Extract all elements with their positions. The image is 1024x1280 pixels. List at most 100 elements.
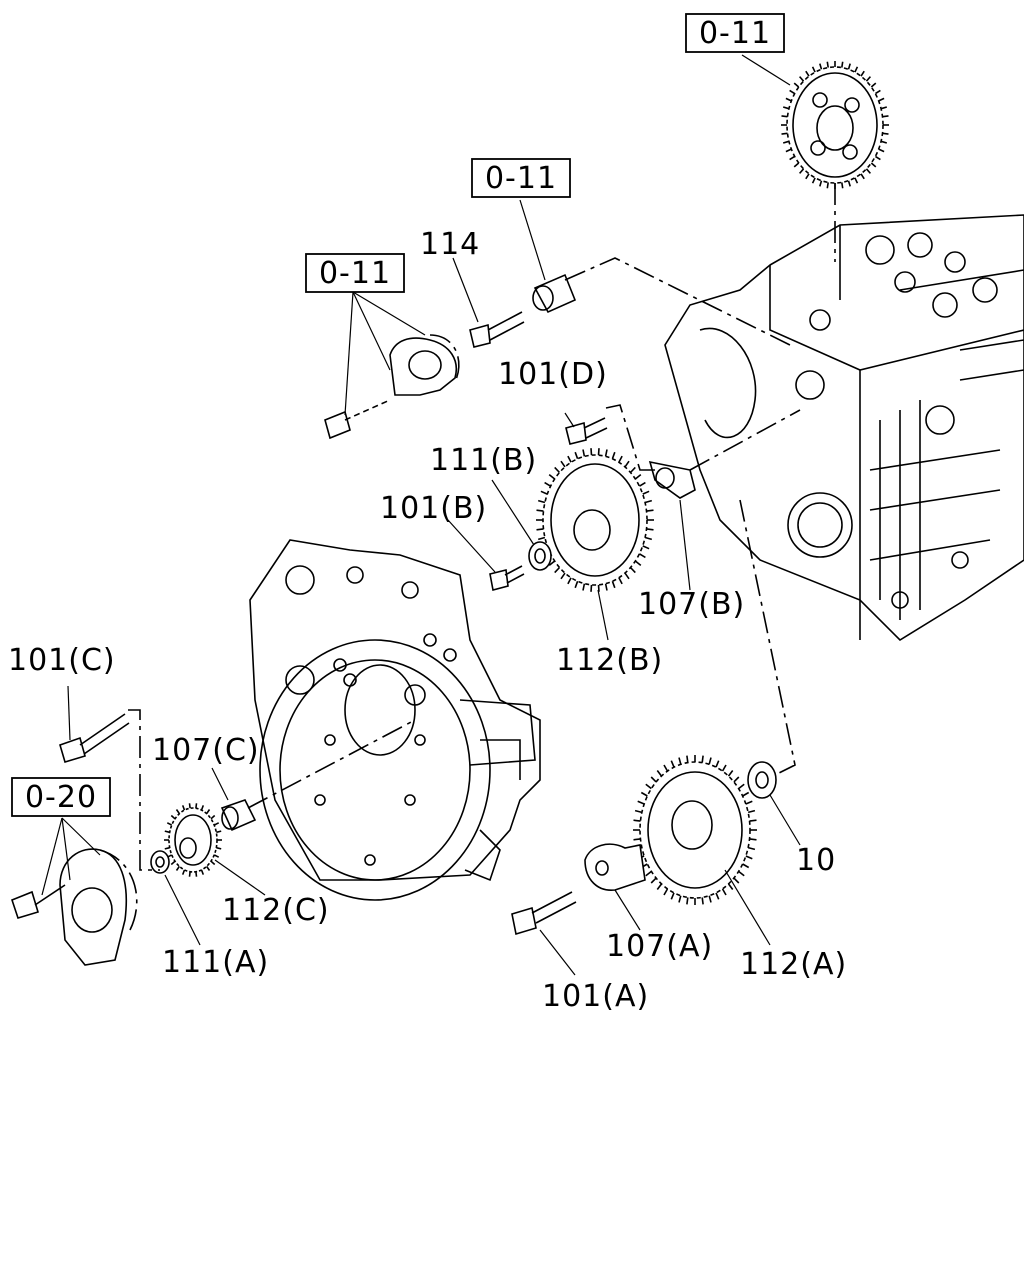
gear-tooth: [747, 846, 756, 851]
bolt-101d: [565, 417, 608, 445]
gear-tooth: [618, 455, 623, 463]
gear-tooth: [554, 466, 561, 474]
gear-tooth: [708, 757, 712, 765]
gear-tooth: [826, 182, 829, 189]
gear-tooth: [789, 89, 796, 95]
callout-101d[interactable]: 101(D): [498, 357, 608, 392]
gear-tooth: [536, 509, 544, 512]
gear-tooth: [548, 560, 556, 567]
gear-tooth: [670, 892, 675, 900]
engine-block: [664, 214, 1024, 642]
gear-tooth: [865, 168, 872, 174]
ref-box-top[interactable]: 0-11: [685, 13, 785, 53]
gear-tooth: [574, 580, 579, 589]
gear-tooth: [638, 553, 646, 559]
gear-tooth: [819, 63, 823, 70]
gear-tooth: [634, 473, 642, 480]
gear-tooth: [597, 448, 600, 456]
gear-tooth: [656, 770, 663, 777]
callout-111b[interactable]: 111(B): [430, 443, 537, 478]
washer-111b: [528, 541, 552, 571]
gear-tooth: [733, 877, 740, 884]
gear-tooth: [210, 860, 216, 866]
gear-tooth: [567, 455, 572, 463]
gear-tooth: [650, 776, 657, 783]
gear-tooth: [604, 583, 608, 591]
gear-tooth: [663, 764, 669, 772]
gear-tooth: [560, 572, 566, 580]
gear-tooth: [742, 791, 750, 797]
callout-112b[interactable]: 112(B): [556, 643, 663, 678]
gear-tooth: [882, 115, 889, 118]
gear-tooth: [205, 865, 211, 871]
idle-gear-top: [781, 61, 889, 189]
gear-tooth: [742, 863, 750, 869]
callout-114[interactable]: 114: [420, 227, 480, 262]
gear-tooth: [781, 132, 788, 135]
gear-tooth: [210, 814, 216, 820]
callout-111a[interactable]: 111(A): [162, 945, 269, 980]
gear-tooth: [663, 888, 669, 896]
gear-tooth: [878, 148, 885, 153]
bushing-0-11: [532, 273, 577, 314]
gear-tooth: [181, 805, 186, 811]
gear-tooth: [164, 846, 170, 850]
bolt-114: [469, 311, 525, 348]
gear-tooth: [188, 803, 191, 809]
gear-tooth: [745, 800, 753, 805]
gear-tooth: [624, 460, 630, 468]
gear-tooth: [633, 838, 641, 841]
gear-tooth: [715, 892, 720, 900]
cover-upper: [324, 334, 460, 440]
gear-tooth: [170, 814, 176, 820]
gear-tooth: [642, 490, 650, 495]
ref-box-bottom-label: 0-20: [25, 780, 97, 815]
gear-tooth: [213, 854, 220, 858]
ref-box-left[interactable]: 0-11: [305, 253, 405, 293]
gear-tooth: [624, 572, 630, 580]
gear-tooth: [629, 466, 636, 474]
idle-gear-112b-teeth: [536, 448, 654, 592]
gear-tooth: [819, 180, 823, 187]
gear-tooth: [582, 449, 586, 457]
gear-tooth: [590, 448, 593, 456]
gear-tooth: [656, 883, 663, 890]
gear-tooth: [745, 855, 753, 860]
ref-box-mid[interactable]: 0-11: [471, 158, 571, 198]
gear-tooth: [650, 877, 657, 884]
gear-tooth: [536, 528, 544, 531]
callout-101c[interactable]: 101(C): [8, 643, 116, 678]
callout-112a[interactable]: 112(A): [740, 947, 847, 982]
gear-tooth: [216, 830, 222, 834]
gear-tooth: [590, 584, 593, 592]
gear-tooth: [537, 499, 546, 504]
gear-tooth: [860, 173, 865, 180]
callout-101a[interactable]: 101(A): [542, 979, 649, 1014]
shaft-107a: [584, 843, 646, 891]
gear-tooth: [870, 82, 877, 88]
callout-10[interactable]: 10: [796, 843, 836, 878]
bolt-101a: [511, 891, 577, 936]
gear-tooth: [678, 757, 682, 765]
washer-111a: [150, 850, 170, 874]
gear-tooth: [560, 460, 566, 468]
callout-101b[interactable]: 101(B): [380, 491, 487, 526]
gear-tooth: [811, 66, 816, 73]
callout-107c[interactable]: 107(C): [152, 733, 260, 768]
idle-gear-112c-teeth: [164, 803, 222, 877]
gear-tooth: [701, 897, 704, 905]
gear-tooth: [611, 580, 616, 589]
gear-tooth: [798, 168, 805, 174]
idle-gear-112b: [536, 448, 654, 592]
gear-tooth: [738, 783, 745, 790]
gear-tooth: [645, 783, 652, 790]
gear-tooth: [629, 566, 636, 574]
gear-tooth: [166, 822, 173, 826]
ref-box-bottom[interactable]: 0-20: [11, 777, 111, 817]
callout-107a[interactable]: 107(A): [606, 929, 713, 964]
gear-tooth: [638, 481, 646, 487]
gear-tooth: [195, 871, 198, 877]
callout-107b[interactable]: 107(B): [638, 587, 745, 622]
gear-case-housing: [249, 539, 541, 901]
callout-112c[interactable]: 112(C): [222, 893, 330, 928]
